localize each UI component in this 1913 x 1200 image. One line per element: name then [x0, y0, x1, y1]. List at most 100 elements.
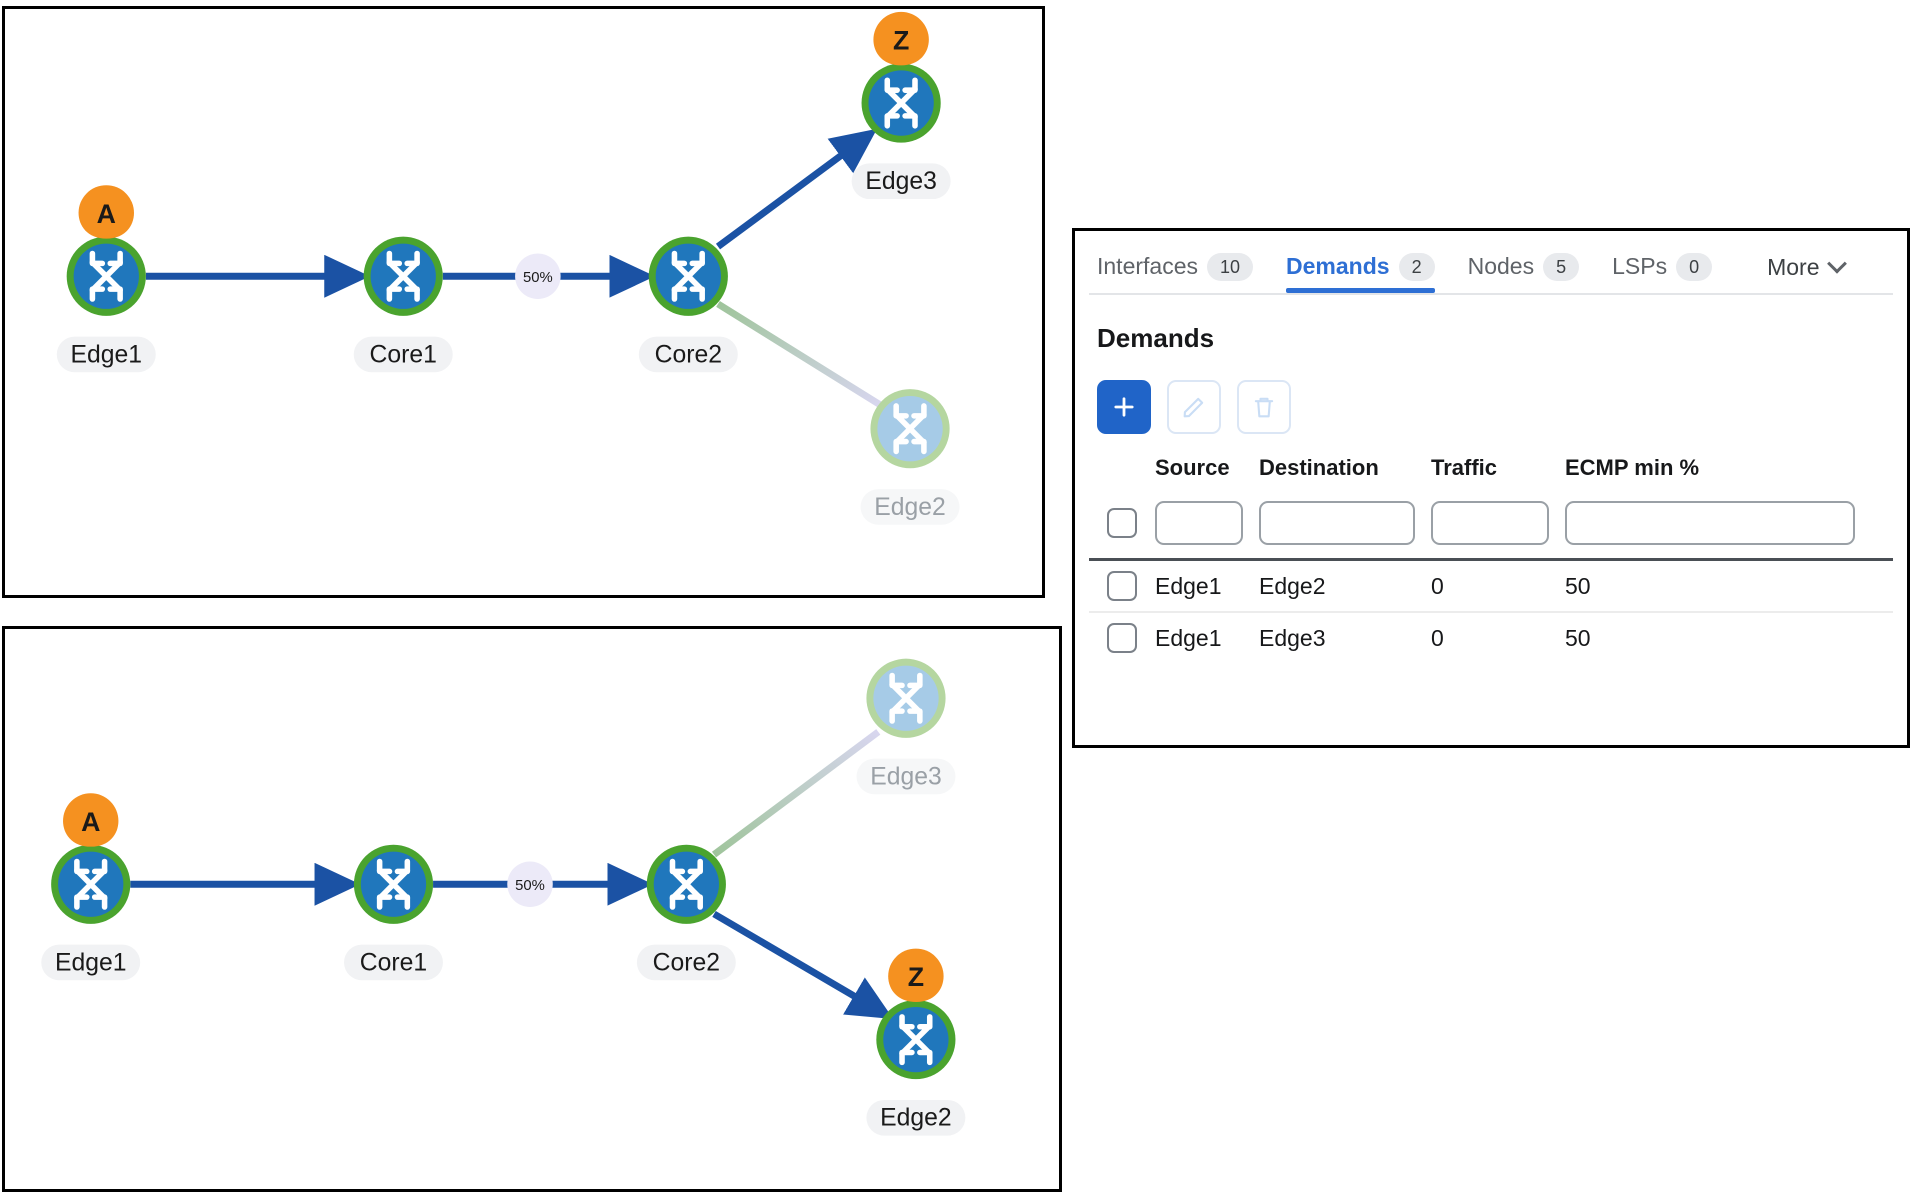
cell-destination: Edge2 — [1259, 572, 1326, 599]
chevron-down-icon — [1826, 253, 1847, 274]
topology-svg-1[interactable]: 50% A Edge1 — [5, 9, 1042, 595]
cell-source: Edge1 — [1155, 572, 1222, 599]
tab-lsps[interactable]: LSPs 0 — [1612, 252, 1729, 294]
node-label-core2: Core2 — [655, 341, 722, 368]
node-edge2-dimmed[interactable]: Edge2 — [860, 389, 960, 525]
node-label-pill — [636, 944, 736, 981]
router-icon — [889, 672, 923, 724]
tab-interfaces-label: Interfaces — [1097, 253, 1198, 280]
router-icon — [899, 1014, 933, 1066]
tab-demands-label: Demands — [1286, 253, 1390, 280]
tab-nodes[interactable]: Nodes 5 — [1468, 252, 1597, 294]
topology-diagram-panel-2[interactable]: 50% A Edge1 — [2, 626, 1062, 1192]
link-core2-edge3[interactable] — [715, 128, 878, 250]
node-label-core1: Core1 — [370, 341, 437, 368]
table-header-separator — [1089, 558, 1893, 561]
pin-letter-z: Z — [893, 26, 909, 56]
router-icon — [671, 250, 705, 302]
node-edge3-dimmed[interactable]: Edge3 — [856, 658, 956, 795]
topology-diagram-panel-1[interactable]: 50% A Edge1 — [2, 6, 1045, 598]
cell-traffic: 0 — [1431, 572, 1444, 599]
edit-demand-button[interactable] — [1167, 380, 1221, 434]
node-pin-a-2: A — [63, 793, 119, 847]
table-row[interactable]: Edge1 Edge2 0 50 — [1089, 561, 1893, 611]
filter-input-traffic[interactable] — [1431, 501, 1549, 545]
node-edge2[interactable]: Z Edge2 — [866, 948, 966, 1136]
tab-lsps-badge: 0 — [1676, 252, 1713, 281]
node-label-edge1: Edge1 — [71, 341, 143, 368]
link-core2-edge3-dimmed[interactable] — [711, 729, 881, 858]
pin-letter-a: A — [97, 199, 116, 229]
tab-more-label: More — [1767, 254, 1820, 280]
tab-interfaces[interactable]: Interfaces 10 — [1097, 252, 1270, 294]
node-label-edge3: Edge3 — [865, 168, 937, 195]
node-pin-z-2: Z — [888, 948, 944, 1003]
cell-destination: Edge3 — [1259, 624, 1326, 651]
tab-lsps-label: LSPs — [1612, 253, 1668, 280]
node-core2[interactable]: Core2 — [638, 236, 738, 373]
pin-letter-a: A — [81, 807, 100, 837]
demands-toolbar — [1075, 354, 1907, 434]
link-percent-badge-2: 50% — [507, 861, 553, 908]
link-core2-edge2[interactable] — [712, 910, 894, 1020]
topology-svg-2[interactable]: 50% A Edge1 — [5, 629, 1059, 1189]
node-label-pill — [860, 489, 960, 525]
row-checkbox[interactable] — [1107, 571, 1137, 601]
plus-icon — [1114, 397, 1134, 417]
node-label-pill — [856, 758, 956, 795]
node-edge1[interactable]: A Edge1 — [56, 185, 156, 373]
node-core2[interactable]: Core2 — [636, 844, 736, 981]
cell-traffic: 0 — [1431, 624, 1444, 651]
router-icon — [669, 858, 703, 910]
cell-source: Edge1 — [1155, 624, 1222, 651]
tab-more-dropdown[interactable]: More — [1767, 253, 1847, 293]
filter-input-destination[interactable] — [1259, 501, 1415, 545]
row-checkbox[interactable] — [1107, 623, 1137, 653]
node-pin-a-1: A — [78, 185, 134, 239]
node-core1[interactable]: Core1 — [344, 844, 443, 981]
cell-ecmp-min-pct: 50 — [1565, 624, 1591, 651]
add-demand-button[interactable] — [1097, 380, 1151, 434]
link-percent-label-1: 50% — [523, 270, 553, 286]
pencil-icon — [1183, 397, 1204, 418]
node-label-edge1: Edge1 — [55, 949, 126, 976]
filter-input-ecmp-min-pct[interactable] — [1565, 501, 1855, 545]
filter-input-source[interactable] — [1155, 501, 1243, 545]
node-label-edge2: Edge2 — [874, 494, 946, 521]
node-label-core2: Core2 — [653, 949, 720, 976]
node-core1[interactable]: Core1 — [353, 236, 453, 373]
table-row-separator — [1089, 611, 1893, 613]
tab-interfaces-badge: 10 — [1207, 252, 1254, 281]
router-icon — [89, 250, 123, 302]
link-core2-edge2-dimmed[interactable] — [716, 301, 883, 408]
link-percent-label-2: 50% — [515, 878, 545, 894]
delete-demand-button[interactable] — [1237, 380, 1291, 434]
table-row[interactable]: Edge1 Edge3 0 50 — [1089, 613, 1893, 663]
link-percent-badge-1: 50% — [515, 253, 561, 300]
node-label-pill — [353, 336, 453, 373]
tab-demands[interactable]: Demands 2 — [1286, 252, 1452, 294]
node-label-core1: Core1 — [360, 949, 427, 976]
node-label-pill — [344, 944, 443, 981]
node-label-pill — [851, 163, 951, 200]
select-all-checkbox[interactable] — [1107, 508, 1137, 538]
table-header-row: Source Destination Traffic ECMP min % — [1089, 452, 1893, 492]
pin-letter-z: Z — [908, 962, 924, 992]
section-title: Demands — [1097, 323, 1215, 353]
node-edge3[interactable]: Z Edge3 — [851, 11, 951, 200]
table-filter-row — [1089, 492, 1893, 554]
router-icon — [376, 858, 411, 910]
node-label-pill — [866, 1099, 966, 1136]
node-label-edge2: Edge2 — [880, 1105, 951, 1132]
tab-demands-badge: 2 — [1398, 252, 1435, 281]
node-label-pill — [638, 336, 738, 373]
node-pin-z-1: Z — [873, 11, 929, 66]
node-edge1[interactable]: A Edge1 — [41, 793, 141, 981]
demands-table: Source Destination Traffic ECMP min % Ed… — [1075, 452, 1907, 663]
node-label-pill — [41, 944, 141, 981]
router-icon — [893, 403, 927, 455]
column-header-traffic: Traffic — [1431, 455, 1498, 480]
cell-ecmp-min-pct: 50 — [1565, 572, 1591, 599]
tab-bar-divider — [1089, 293, 1893, 295]
column-header-ecmp-min-pct: ECMP min % — [1565, 455, 1700, 480]
